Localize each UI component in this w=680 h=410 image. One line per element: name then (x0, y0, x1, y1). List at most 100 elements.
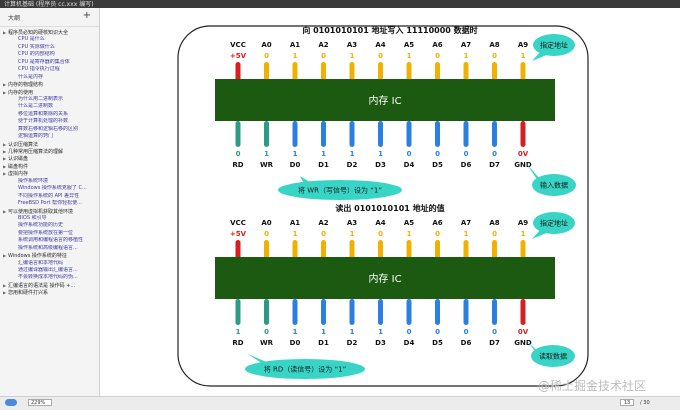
outline-item[interactable]: ▶Windows 操作系统的特征 (0, 252, 99, 259)
outline-item[interactable]: ▶认识磁盘 (0, 155, 99, 162)
outline-item[interactable]: ▶您用和硬件打兴系 (0, 289, 99, 296)
add-outline-button[interactable]: + (82, 10, 91, 21)
outline-item[interactable]: ▶程序员必知的硬核知识大全 (0, 29, 99, 36)
outline-item-label: 逻辑运算的窍门 (18, 133, 54, 140)
pin-value: 1 (321, 328, 326, 336)
outline-item-label: 什么是二进制数 (18, 103, 54, 110)
pin-lead (463, 240, 469, 262)
expand-arrow-icon[interactable]: ▶ (3, 208, 7, 214)
pin-label-a6: A6 (432, 219, 442, 227)
expand-arrow-icon[interactable]: ▶ (3, 290, 7, 296)
callout-data: 读取数据 (526, 340, 575, 367)
pin-value: 0 (321, 230, 326, 238)
pin-value: +5V (230, 52, 247, 60)
pin-value: 1 (293, 328, 298, 336)
outline-item[interactable]: 系统调用和编程语言的移植性 (0, 237, 99, 244)
pin-label-vcc: VCC (230, 219, 246, 227)
callout-signal-label: 将 RD（读信号）设为 “1” (264, 365, 346, 374)
outline-item[interactable]: CPU 指令执行过程 (0, 66, 99, 73)
pin-lead (235, 240, 241, 262)
pin-lead (406, 299, 412, 325)
pin-label-a4: A4 (375, 41, 385, 49)
outline-item[interactable]: ▶磁盘构件 (0, 163, 99, 170)
expand-arrow-icon[interactable]: ▶ (3, 171, 7, 177)
view-mode-icon[interactable] (5, 399, 17, 406)
outline-item[interactable]: 不会转换成本地代码的伪... (0, 274, 99, 281)
outline-item[interactable]: CPU 的内部结构 (0, 51, 99, 58)
outline-item-label: 内存的物理结构 (8, 82, 44, 89)
pin-label-a7: A7 (461, 219, 471, 227)
outline-item-label: FreeBSD Port 帮你轻松使... (18, 200, 82, 207)
outline-item[interactable]: 通过编译器输出汇编语言... (0, 267, 99, 274)
expand-arrow-icon[interactable]: ▶ (3, 253, 7, 259)
outline-item[interactable]: 为什么用二进制表示 (0, 96, 99, 103)
pin-label-d4: D4 (404, 161, 415, 169)
outline-item[interactable]: CPU 是什么 (0, 36, 99, 43)
outline-item[interactable]: 什么是内存 (0, 74, 99, 81)
expand-arrow-icon[interactable]: ▶ (3, 163, 7, 169)
outline-item-label: 程序员必知的硬核知识大全 (8, 30, 69, 36)
pin-lead (235, 62, 241, 84)
outline-item[interactable]: CPU 是寄存器的集合体 (0, 59, 99, 66)
expand-arrow-icon[interactable]: ▶ (3, 282, 7, 288)
pin-label-gnd: GND (514, 339, 532, 347)
pin-lead (492, 62, 497, 84)
pin-lead (349, 299, 355, 325)
pin-label-d3: D3 (375, 161, 386, 169)
memory-ic-diagram: 向 0101010101 地址写入 11110000 数据时VCC+5VA00A… (177, 25, 646, 393)
outline-item[interactable]: ▶可以使用虚拟机获取其他环境 (0, 208, 99, 215)
pin-lead (520, 299, 526, 325)
outline-item-label: 汇编语言和本地代码 (18, 259, 64, 266)
outline-item[interactable]: 要把操作系统放在第一位 (0, 230, 99, 237)
outline-item[interactable]: 操作系统功能的历史 (0, 222, 99, 229)
pin-label-a4: A4 (375, 219, 385, 227)
expand-arrow-icon[interactable]: ▶ (3, 89, 7, 95)
outline-item[interactable]: CPU 实际做什么 (0, 44, 99, 51)
outline-item[interactable]: 便于计算机处理的补数 (0, 118, 99, 125)
outline-item[interactable]: 操作系统和高级编程语言... (0, 245, 99, 252)
outline-item-label: CPU 实际做什么 (18, 43, 55, 50)
pin-value: 0 (464, 150, 469, 158)
pin-label-a3: A3 (347, 219, 357, 227)
outline-item[interactable]: ▶虚拟内存 (0, 170, 99, 177)
outline-item[interactable]: ▶内存的使用 (0, 89, 99, 96)
zoom-select[interactable]: 229% (28, 399, 52, 406)
outline-item[interactable]: 移位运算和乘除的关系 (0, 111, 99, 118)
outline-item[interactable]: 算数右移和逻辑右移的区别 (0, 126, 99, 133)
outline-item[interactable]: 不同操作系统的 API 差异性 (0, 193, 99, 200)
pin-value: 0V (518, 328, 529, 336)
pin-lead (520, 240, 526, 262)
expand-arrow-icon[interactable]: ▶ (3, 149, 7, 154)
callout-signal: 将 WR（写信号）设为 “1” (278, 176, 402, 200)
outline-item[interactable]: ▶认识压缩算法 (0, 141, 99, 148)
outline-item[interactable]: 什么是二进制数 (0, 103, 99, 110)
outline-item[interactable]: 操作系统环境 (0, 178, 99, 185)
outline-item[interactable]: 逻辑运算的窍门 (0, 133, 99, 140)
outline-item[interactable]: 汇编语言和本地代码 (0, 260, 99, 267)
pin-value: 1 (407, 230, 412, 238)
pin-lead (235, 121, 241, 147)
expand-arrow-icon[interactable]: ▶ (3, 156, 7, 162)
pin-lead (321, 240, 326, 262)
pin-value: 0 (407, 328, 412, 336)
pin-value: 0 (264, 328, 269, 336)
chip-label: 内存 IC (368, 94, 401, 107)
pin-value: 1 (378, 150, 383, 158)
outline-item[interactable]: ▶内存的物理结构 (0, 81, 99, 88)
expand-arrow-icon[interactable]: ▶ (3, 30, 7, 35)
outline-item[interactable]: ▶几种常用压缩算法的理解 (0, 148, 99, 155)
expand-arrow-icon[interactable]: ▶ (3, 82, 7, 88)
page-number-input[interactable]: 13 (620, 399, 634, 406)
outline-item[interactable]: BIOS 和引导 (0, 215, 99, 222)
outline-item[interactable]: FreeBSD Port 帮你轻松使... (0, 200, 99, 207)
outline-item[interactable]: ▶汇编语言的语法是 操作码 +... (0, 282, 99, 289)
expand-arrow-icon[interactable]: ▶ (3, 141, 7, 147)
outline-item[interactable]: Windows 操作系统克服了 C... (0, 185, 99, 192)
pin-lead (349, 121, 355, 147)
read-section: 读出 0101010101 地址的值VCC+5VA00A11A20A31A40A… (215, 203, 575, 379)
pin-label-d1: D1 (318, 161, 329, 169)
pin-label-d7: D7 (489, 339, 500, 347)
